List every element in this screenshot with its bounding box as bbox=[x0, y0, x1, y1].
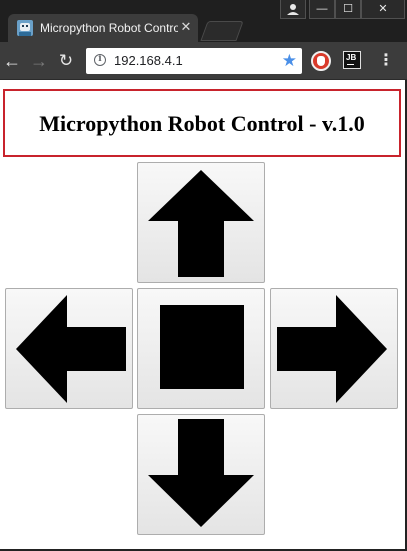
shield-extension-icon[interactable] bbox=[311, 51, 331, 71]
stop-square-icon bbox=[160, 305, 244, 389]
jb-extension-icon[interactable]: JB bbox=[343, 51, 361, 69]
arrow-up-icon bbox=[148, 170, 254, 277]
backward-button[interactable] bbox=[137, 414, 265, 535]
left-button[interactable] bbox=[5, 288, 133, 409]
minimize-button[interactable]: — bbox=[309, 0, 335, 19]
reload-icon[interactable]: ↻ bbox=[58, 51, 74, 70]
new-tab-button[interactable] bbox=[200, 21, 244, 41]
arrow-left-icon bbox=[16, 295, 126, 403]
site-info-icon[interactable]: i bbox=[94, 54, 106, 66]
back-arrow-icon[interactable]: ← bbox=[3, 51, 21, 71]
right-button[interactable] bbox=[270, 288, 398, 409]
arrow-down-icon bbox=[148, 419, 254, 527]
bookmark-star-icon[interactable]: ★ bbox=[281, 51, 297, 70]
page-title: Micropython Robot Control - v.1.0 bbox=[39, 111, 365, 136]
tab-title: Micropython Robot Control bbox=[40, 21, 178, 35]
browser-toolbar: ← → ↻ i 192.168.4.1 ★ JB ⋮ bbox=[0, 42, 407, 80]
forward-button[interactable] bbox=[137, 162, 265, 283]
page-content: Micropython Robot Control - v.1.0 bbox=[0, 80, 407, 551]
close-window-button[interactable]: ✕ bbox=[361, 0, 405, 19]
jb-extension-label: JB bbox=[346, 53, 357, 62]
forward-arrow-icon[interactable]: → bbox=[30, 51, 48, 71]
tab-robot-control[interactable]: Micropython Robot Control ✕ bbox=[8, 14, 198, 42]
robot-favicon-icon bbox=[17, 20, 33, 36]
address-bar[interactable]: i 192.168.4.1 ★ bbox=[86, 48, 302, 74]
arrow-right-icon bbox=[277, 295, 387, 403]
stop-button[interactable] bbox=[137, 288, 265, 409]
maximize-button[interactable]: ☐ bbox=[335, 0, 361, 19]
header-box: Micropython Robot Control - v.1.0 bbox=[3, 89, 401, 157]
user-profile-icon[interactable] bbox=[280, 0, 306, 19]
tab-close-icon[interactable]: ✕ bbox=[180, 19, 192, 34]
tab-strip: Micropython Robot Control ✕ — ☐ ✕ bbox=[0, 0, 407, 42]
menu-dots-icon[interactable]: ⋮ bbox=[378, 52, 394, 69]
url-text[interactable]: 192.168.4.1 bbox=[114, 53, 183, 68]
